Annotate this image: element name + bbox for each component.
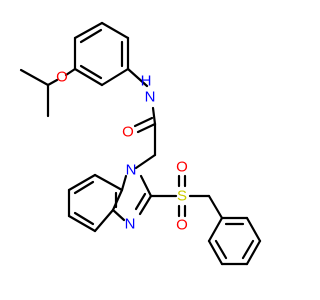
bond xyxy=(19,68,50,87)
bond xyxy=(134,192,147,211)
benzylsulfonyl-group xyxy=(149,174,224,220)
atom-n-ring1: N xyxy=(126,162,137,179)
bond xyxy=(207,239,224,266)
bond xyxy=(79,64,103,80)
bond xyxy=(207,216,224,243)
bond xyxy=(93,208,115,233)
benzyl-ring xyxy=(207,216,262,266)
bond xyxy=(245,216,262,243)
bond xyxy=(120,174,128,192)
bond xyxy=(93,173,124,192)
bond xyxy=(207,194,224,220)
atom-labels: H N O O N N S O O xyxy=(56,69,188,234)
atom-o-ether: O xyxy=(56,69,68,86)
bond xyxy=(100,67,130,87)
bond xyxy=(73,211,95,226)
bond xyxy=(241,239,255,260)
benzimidazole-core xyxy=(67,173,153,233)
bond xyxy=(138,194,153,216)
atom-h: H xyxy=(141,73,152,90)
bond xyxy=(111,188,124,212)
atom-o-sulfonyl-top: O xyxy=(176,159,188,176)
atom-o-sulfonyl-bottom: O xyxy=(176,217,188,234)
atom-n-ring2: N xyxy=(125,216,136,233)
atom-o-carbonyl: O xyxy=(122,124,134,141)
structure-svg: H N O O N N S O O xyxy=(19,21,262,266)
bond xyxy=(151,106,157,126)
bond xyxy=(67,173,97,192)
bond xyxy=(73,67,104,87)
bond xyxy=(46,78,59,87)
bond xyxy=(64,67,77,77)
amide-linkage xyxy=(126,67,157,170)
bond xyxy=(73,21,104,40)
atom-s: S xyxy=(177,188,187,205)
bond xyxy=(126,67,149,88)
anilide-ring xyxy=(73,21,130,87)
bond xyxy=(67,214,97,233)
bond xyxy=(245,239,262,266)
isopropoxy-group xyxy=(19,67,77,118)
bond xyxy=(111,208,126,222)
bond xyxy=(214,239,228,260)
bond xyxy=(100,21,130,40)
bond xyxy=(133,116,154,128)
molecule-diagram: H N O O N N S O O xyxy=(19,21,262,266)
atom-n-amide: N xyxy=(145,89,156,106)
bond xyxy=(134,153,157,170)
bond xyxy=(139,174,153,198)
bond xyxy=(136,122,157,134)
bond xyxy=(73,180,95,195)
bond xyxy=(79,28,103,44)
